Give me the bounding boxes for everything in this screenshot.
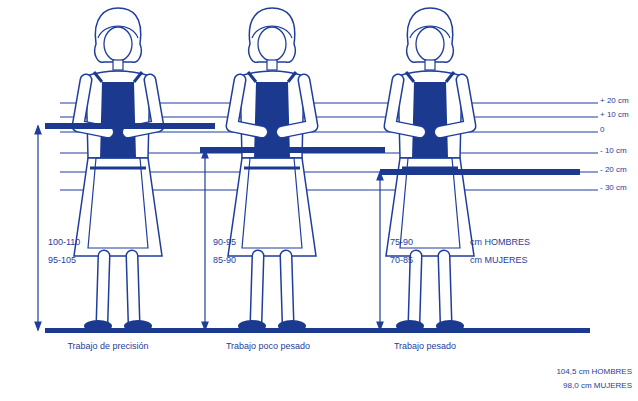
- offset-label: + 20 cm: [600, 97, 629, 106]
- work-caption: Trabajo de precisión: [67, 342, 148, 352]
- work-caption: Trabajo poco pesado: [226, 342, 310, 352]
- woman-figure: [228, 8, 316, 332]
- elbow-height-note: 98,0 cm MUJERES: [563, 382, 632, 391]
- woman-figure: [74, 8, 162, 332]
- dimension-lines: [35, 126, 383, 330]
- height-range: 90-95: [213, 238, 236, 248]
- floor-line: [45, 328, 590, 333]
- elbow-height-note: 104,5 cm HOMBRES: [556, 368, 632, 377]
- height-range: 70-85: [390, 256, 413, 266]
- height-range: 75-90: [390, 238, 413, 248]
- work-caption: Trabajo pesado: [394, 342, 456, 352]
- height-range: 95-105: [48, 256, 76, 266]
- unit-label: cm HOMBRES: [470, 238, 530, 248]
- work-surfaces: [45, 123, 580, 175]
- height-range: 100-110: [48, 238, 80, 248]
- offset-label: + 10 cm: [600, 111, 629, 120]
- unit-label: cm MUJERES: [470, 256, 528, 266]
- offset-label: - 20 cm: [600, 166, 627, 175]
- offset-label: - 10 cm: [600, 147, 627, 156]
- offset-label: - 30 cm: [600, 184, 627, 193]
- offset-label: 0: [600, 126, 604, 135]
- height-range: 85-90: [213, 256, 236, 266]
